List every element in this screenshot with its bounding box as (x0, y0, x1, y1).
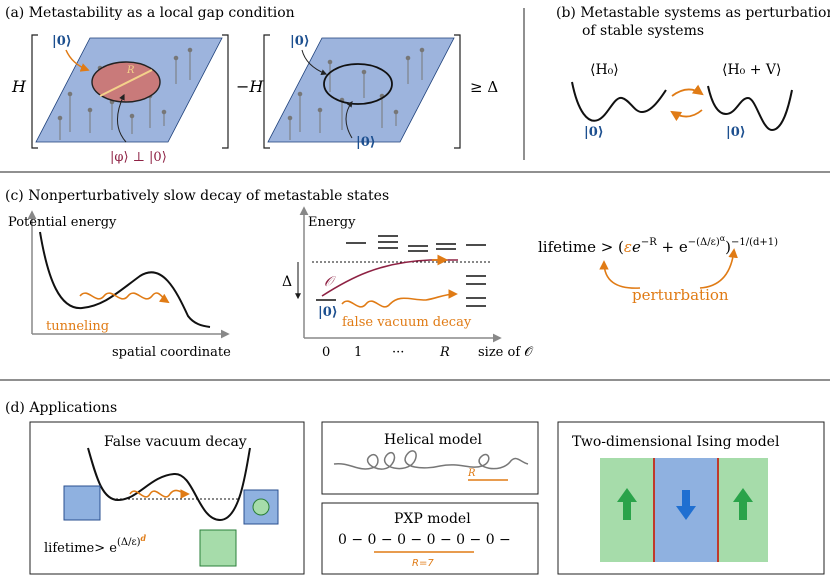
formula-eps: ε (624, 238, 632, 256)
fvd-lifetime-sup-d: d (141, 533, 147, 543)
radius-line (99, 69, 153, 97)
fvd-lifetime-base: lifetime> e (44, 541, 117, 556)
left-bracket-open (31, 34, 38, 149)
pxp-chain: 0 − 0 − 0 − 0 − 0 − 0 − (338, 532, 511, 548)
false-vacuum-wave (341, 289, 458, 308)
helical-box (321, 421, 539, 495)
h-left-symbol: H (11, 77, 27, 96)
fvd-potential (87, 447, 251, 522)
fvd-lifetime-sup: (Δ/ε) (117, 537, 141, 548)
phi-perp-label: |φ⟩ ⊥ |0⟩ (110, 150, 167, 165)
arrow-ket-zero-a1 (65, 49, 90, 72)
ket-zero-b1: |0⟩ (584, 125, 604, 140)
arrow-ket-zero-a2 (301, 49, 328, 76)
h0-label: ⟨H₀⟩ (590, 62, 619, 78)
panel-b-label-1: (b) Metastable systems as perturbations (556, 5, 830, 21)
lifetime-formula: lifetime > (εe−R + e−(Δ/ε)α)−1/(d+1) (538, 234, 778, 256)
formula-sup2: −(Δ/ε) (688, 237, 720, 248)
h-right-symbol: −H (236, 77, 264, 96)
radius-label: R (126, 65, 135, 76)
h0v-label: ⟨H₀ + V⟩ (722, 62, 782, 78)
ket-zero-b2: |0⟩ (726, 125, 746, 140)
panel-b-label-2: of stable systems (582, 23, 704, 39)
geq-delta: ≥ Δ (470, 78, 498, 96)
pxp-R-label: R=7 (412, 558, 434, 569)
tunneling-wave (79, 292, 170, 304)
tick-0: 0 (322, 345, 330, 360)
formula-sup1: −R (641, 237, 657, 248)
fvd-lifetime: lifetime> e(Δ/ε)d (44, 533, 147, 556)
arrow-ket-zero-a3 (345, 101, 353, 139)
ket-zero-a1: |0⟩ (52, 34, 72, 49)
tick-R: R (439, 345, 450, 360)
arrow-phi (117, 93, 127, 143)
energy-levels (316, 235, 486, 307)
arrow-b-forward (671, 84, 704, 97)
helical-chain (333, 450, 529, 470)
potential-energy-label: Potential energy (8, 215, 117, 230)
double-well-potential (39, 231, 211, 328)
ket-zero-a3: |0⟩ (356, 135, 376, 150)
formula-e2: + e (657, 238, 688, 256)
formula-sup3: −1/(d+1) (731, 237, 778, 248)
metastable-potential-curve (707, 85, 793, 132)
pxp-box (321, 502, 539, 575)
spin-up-arrow-right (733, 488, 753, 520)
tick-dots: ··· (392, 345, 404, 360)
tick-1: 1 (354, 345, 362, 360)
delta-label: Δ (282, 274, 292, 290)
left-bracket-close (222, 34, 229, 149)
panel-c-label: (c) Nonperturbatively slow decay of meta… (5, 188, 389, 204)
spin-down-arrow (676, 490, 696, 520)
arrow-b-back (670, 109, 703, 122)
ket-zero-c: |0⟩ (318, 305, 338, 320)
stable-potential-curve (571, 81, 667, 122)
spin-lattice-right (287, 47, 425, 140)
region-outline (323, 63, 393, 105)
perturbation-label: perturbation (632, 286, 729, 304)
perturbation-arrow-1 (599, 260, 641, 289)
operator-energy-curve (321, 259, 458, 297)
fvd-title: False vacuum decay (104, 434, 247, 450)
right-bracket-close (454, 34, 461, 149)
ket-zero-a2: |0⟩ (290, 34, 310, 49)
fvd-green-square (199, 529, 237, 567)
fvd-blue-square-left (63, 485, 101, 521)
formula-close: ) (725, 238, 731, 256)
panel-a-label: (a) Metastability as a local gap conditi… (5, 5, 295, 21)
panel-d-label: (d) Applications (5, 400, 117, 416)
helical-title: Helical model (384, 432, 483, 448)
pxp-title: PXP model (394, 511, 471, 527)
size-of-o-label: size of 𝒪 (478, 345, 533, 360)
svg-text:lifetime > (εe−R + e−(Δ/ε)α)−1: lifetime > (εe−R + e−(Δ/ε)α)−1/(d+1) (538, 234, 778, 256)
fvd-wave (129, 489, 190, 499)
formula-sup2b: α (720, 234, 726, 243)
spatial-coordinate-label: spatial coordinate (112, 345, 231, 360)
right-bracket-open (263, 34, 270, 149)
perturbation-arrow-2 (699, 248, 738, 289)
energy-label: Energy (308, 215, 356, 230)
false-vacuum-decay-label: false vacuum decay (342, 315, 472, 330)
spin-up-arrow-left (617, 488, 637, 520)
formula-prefix: lifetime > ( (538, 238, 624, 256)
lattice-plane-right (267, 37, 455, 143)
helical-R-label: R (467, 468, 476, 479)
ising-title: Two-dimensional Ising model (572, 434, 780, 450)
tunneling-label: tunneling (46, 319, 109, 334)
fvd-green-bubble (252, 498, 270, 516)
formula-e1: e (632, 238, 641, 256)
